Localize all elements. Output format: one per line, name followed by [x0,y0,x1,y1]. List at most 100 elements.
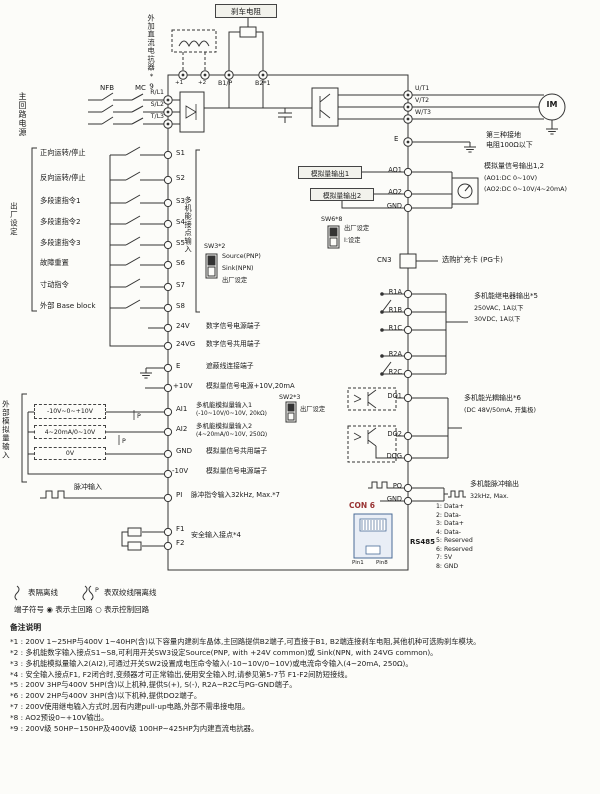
ground-icon [139,367,153,379]
pulse-input-label: 脉冲输入 [74,483,102,491]
analog-output-desc-3: (AO2:DC 0~10V/4~20mA) [484,186,567,193]
terminal-n10v-label: -10V [172,467,189,475]
inverter-outline [167,74,409,571]
twisted-pair-marker: P [122,438,126,445]
legend-shield-text: 表隔离线 [28,588,58,597]
power-input-lines [88,92,164,125]
note-item: *1 : 200V 1~25HP与400V 1~40HP(含)以下容量内建刹车晶… [10,637,481,646]
relay-output-desc-1: 多机能继电器输出*5 [474,292,538,300]
terminal-pi-label: PI [176,491,183,499]
opto-output-desc-2: (DC 48V/50mA, 开集极) [464,407,536,414]
rs485-pin-label: 6: Reserved [436,546,473,553]
safety-input-desc: 安全输入接点*4 [191,531,241,539]
terminal-s5-label: S5 [176,239,185,247]
analog-output1-box: 模拟量输出1 [298,166,362,179]
safety-input-wires [121,527,164,551]
mc-label: MC [135,84,146,92]
terminal-ai1-range: (-10~10V/0~10V, 20kΩ) [196,411,267,417]
notes-list: *1 : 200V 1~25HP与400V 1~40HP(含)以下容量内建刹车晶… [10,637,592,735]
terminal-24vg-label: 24VG [176,340,196,348]
terminal-s7-label: S7 [176,281,185,289]
pulse-output-desc-2: 32kHz, Max. [470,493,509,500]
terminal-pi-desc: 脉冲指令输入32kHz, Max.*7 [191,491,280,499]
terminal-24v-label: 24V [176,322,190,330]
input-func-label: 寸动指令 [40,280,69,289]
sw2-default-note: 出厂设定 [300,406,326,413]
terminal-r2a-label: R2A [388,350,402,358]
legend-terminal-symbols: 端子符号 ◉ 表示主回路 ○ 表示控制回路 [14,605,150,614]
sw6-switch-icon [327,225,340,249]
terminal-24v-desc: 数字信号电源端子 [206,322,261,330]
sw3-default-note: 出厂设定 [222,277,248,284]
terminal-gnd-label: GND [386,202,402,210]
terminal-po-gnd-label: GND [386,495,402,503]
motor-label: IM [546,100,558,109]
sw2-label: SW2*3 [279,394,301,401]
rs485-pin-label: 2: Data- [436,512,461,519]
terminal-n10v-desc: 模拟量信号电源端子 [206,467,268,475]
sw2-switch-icon [285,401,297,423]
terminal-s1-label: S1 [176,149,185,157]
ground-note-1: 第三种接地 [486,131,521,139]
dc-reactor-symbol [171,29,217,75]
twisted-pair-marker: P [137,413,141,420]
rj45-connector-icon [353,513,393,559]
terminal-s3-label: S3 [176,197,185,205]
terminal-s2-label: S2 [176,174,185,182]
note-item: *5 : 200V 3HP与400V 5HP(含)以上机种,提供S(+), S(… [10,680,297,690]
note-item: *3 : 多机能模拟量输入2(AI2),可通过开关SW2设置成电压命令输入(-1… [10,658,413,668]
note-item: *6 : 200V 2HP与400V 3HP(含)以下机种,提供DO2端子。 [10,691,202,701]
analog-source-0v-box: 0V [34,447,106,460]
rs485-pin-label: 5: Reserved [436,537,473,544]
digital-input-contacts [109,146,164,347]
brake-resistor-circuit [228,18,264,75]
sw3-label: SW3*2 [204,243,226,250]
analog-output2-box: 模拟量输出2 [310,188,374,201]
terminal-plus1-label: +1 [175,80,184,86]
terminal-ai2-label: AI2 [176,425,188,433]
terminal-24vg-desc: 数字信号共用端子 [206,340,261,348]
terminal-s8-label: S8 [176,302,185,310]
terminal-r1a-label: R1A [388,288,402,296]
terminal-dog-label: DOG [386,452,402,460]
rs485-pin-label: 4: Data- [436,529,461,536]
analog-output-wires [341,171,479,209]
terminal-plus2-label: +2 [198,80,207,86]
rs485-pin-label: 1: Data+ [436,503,464,510]
input-func-label: 多段速指令1 [40,196,81,205]
rs485-pin-label: 3: Data+ [436,520,464,527]
terminal-agnd-label: GND [176,447,193,455]
sw3-sink-option: Sink(NPN) [222,265,254,272]
terminal-ao1-label: AO1 [388,166,402,174]
terminal-p10v-label: +10V [173,382,193,390]
ground-icon [463,141,477,153]
terminal-s6-label: S6 [176,259,185,267]
input-func-label: 多段速指令3 [40,238,81,247]
terminal-r-label: R/L1 [150,89,164,96]
pin8-label: Pin8 [376,560,388,566]
terminal-shield-e-label: E [176,362,181,370]
pulse-input-wire [40,490,164,499]
pulse-output-desc-1: 多机能脉冲输出 [470,480,519,488]
dc-reactor-label: 外加直流电抗器*9 [147,14,157,92]
input-func-label: 多段速指令2 [40,217,81,226]
terminal-p10v-desc: 模拟量信号电源+10V,20mA [206,382,295,390]
cn3-label: CN3 [377,256,392,264]
terminal-u-label: U/T1 [415,85,430,92]
meter-icon [457,183,473,199]
terminal-s4-label: S4 [176,218,185,226]
rs485-label: RS485 [410,538,436,546]
input-func-label: 反向运转/停止 [40,173,86,182]
terminal-shield-e-desc: 遮蔽线连接端子 [206,362,254,370]
shield-wire-icon [14,585,20,601]
note-item: *8 : AO2预设0~+10V输出。 [10,712,109,722]
note-item: *2 : 多机能数字输入接点S1~S8,可利用开关SW3设定Source(PNP… [10,647,438,657]
legend-p-marker: P [95,587,99,594]
sw3-source-option: Source(PNP) [222,253,261,260]
control-terminals [163,150,413,551]
rs485-pin-label: 7: 5V [436,554,453,561]
main-terminals [163,70,413,147]
multi-function-input-label: 多机能接点输入 [184,196,194,254]
relay-contacts [380,292,468,376]
